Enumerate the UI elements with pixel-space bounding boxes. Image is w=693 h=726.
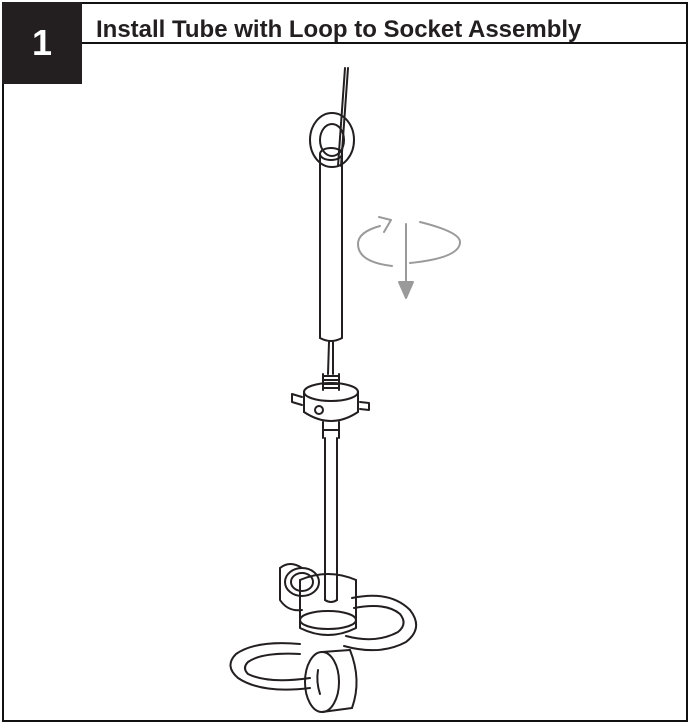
rotate-arrow-icon xyxy=(357,216,461,267)
step-number-badge: 1 xyxy=(2,2,82,84)
title-divider xyxy=(82,42,688,44)
step-number: 1 xyxy=(31,22,53,63)
down-arrow-icon xyxy=(398,223,414,299)
step-title: Install Tube with Loop to Socket Assembl… xyxy=(96,16,582,43)
